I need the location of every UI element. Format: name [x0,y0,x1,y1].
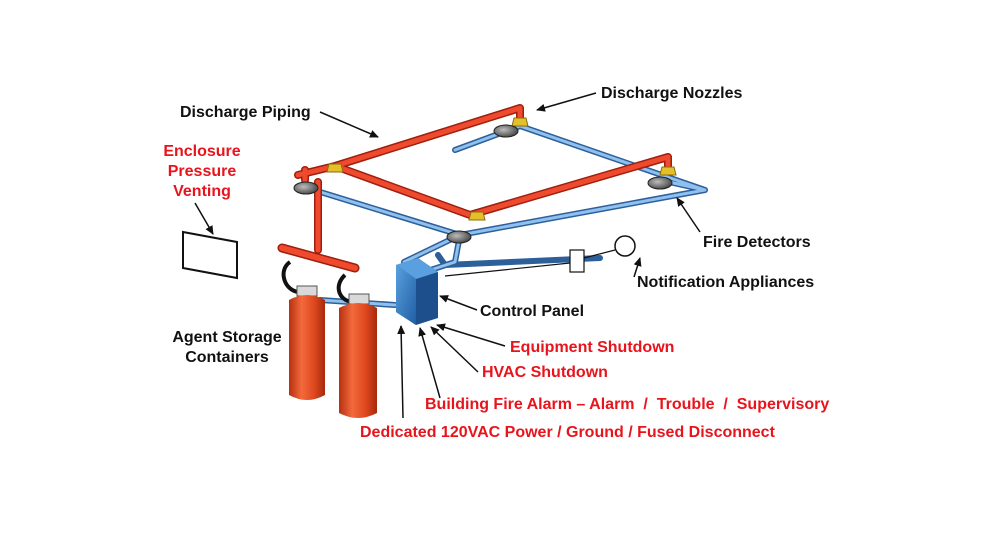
detector-4 [446,230,472,244]
nozzle-1 [511,117,529,127]
cylinder-2 [336,273,377,418]
detector-3 [647,176,673,190]
nozzle-3 [659,166,677,176]
label-control-panel: Control Panel [480,303,584,320]
label-enclosure-line1: Enclosure [163,143,240,160]
label-agent-line1: Agent Storage [172,329,281,346]
cylinder-1 [281,260,325,400]
label-notification-appliances: Notification Appliances [637,274,814,291]
detector-2 [293,181,319,195]
label-fire-detectors: Fire Detectors [703,234,811,251]
control-panel [396,258,438,325]
discharge-piping [277,104,672,273]
label-hvac-shutdown: HVAC Shutdown [482,364,608,381]
notification-appliances [444,235,636,277]
label-agent-line2: Containers [185,349,269,366]
nozzle-2 [326,163,344,173]
nozzle-4 [468,211,486,221]
label-equipment-shutdown: Equipment Shutdown [510,339,674,356]
detector-1 [493,124,519,138]
pressure-vent [182,230,238,280]
label-discharge-nozzles: Discharge Nozzles [601,85,742,102]
label-building-fire-alarm: Building Fire Alarm – Alarm / Trouble / … [425,396,829,413]
label-discharge-piping: Discharge Piping [180,104,311,121]
label-dedicated-power: Dedicated 120VAC Power / Ground / Fused … [360,424,776,441]
label-enclosure-line3: Venting [173,183,231,200]
label-enclosure-line2: Pressure [168,163,237,180]
leader-lines [194,92,701,419]
